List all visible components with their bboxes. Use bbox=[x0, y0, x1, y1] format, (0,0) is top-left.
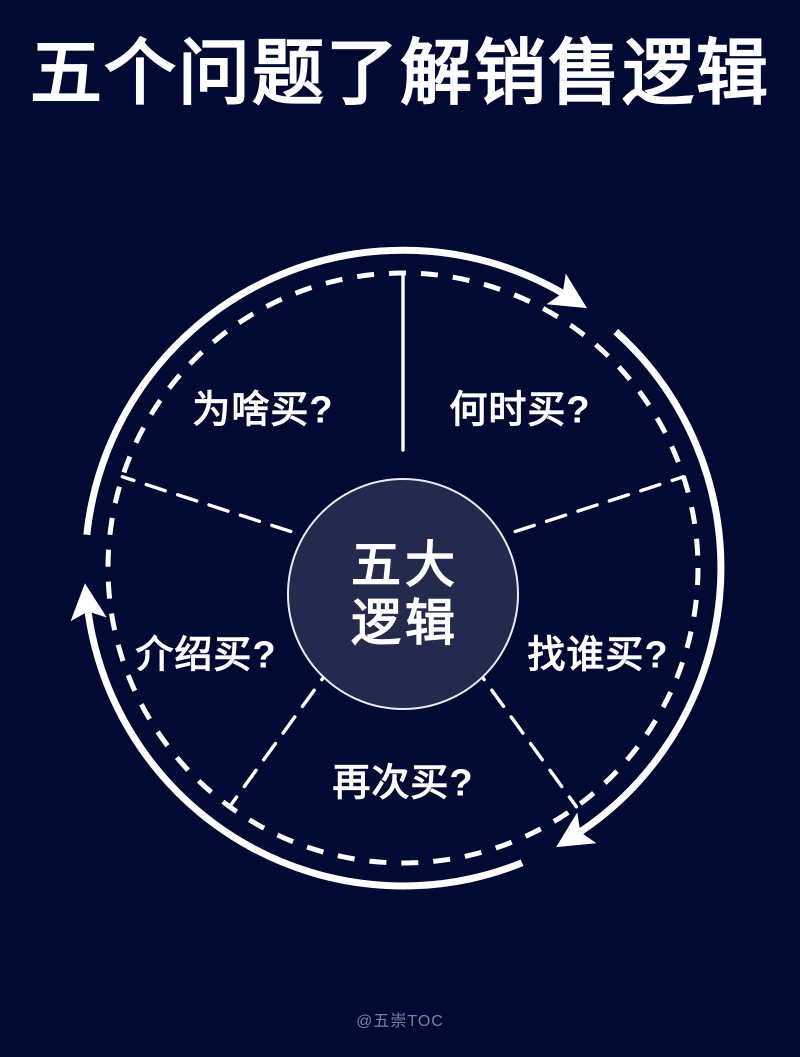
cycle-diagram-svg bbox=[70, 246, 725, 890]
segment-label-intro: 介绍买? bbox=[135, 634, 277, 677]
segment-label-who: 找谁买? bbox=[527, 634, 669, 677]
segment-spokes bbox=[120, 271, 686, 809]
center-hub-line-1: 五大 bbox=[351, 537, 459, 593]
outer-arc-bottom bbox=[70, 583, 524, 890]
outer-ring-arcs bbox=[70, 246, 725, 890]
page-title: 五个问题了解销售逻辑 bbox=[29, 34, 770, 114]
center-hub: 五大 逻辑 bbox=[287, 478, 519, 710]
outer-arc-top bbox=[83, 246, 587, 536]
cycle-diagram bbox=[70, 246, 725, 890]
spoke-upper-left bbox=[120, 475, 293, 534]
spoke-lower-right bbox=[470, 661, 579, 809]
segment-label-when: 何时买? bbox=[449, 389, 591, 432]
center-hub-line-2: 逻辑 bbox=[351, 595, 459, 651]
segment-label-again: 再次买? bbox=[332, 762, 474, 805]
spoke-lower-left bbox=[227, 661, 336, 809]
watermark: @五崇TOC bbox=[356, 1013, 444, 1030]
outer-arc-right bbox=[556, 329, 725, 848]
spoke-upper-right bbox=[513, 475, 686, 534]
segment-label-why: 为啥买? bbox=[192, 389, 334, 432]
